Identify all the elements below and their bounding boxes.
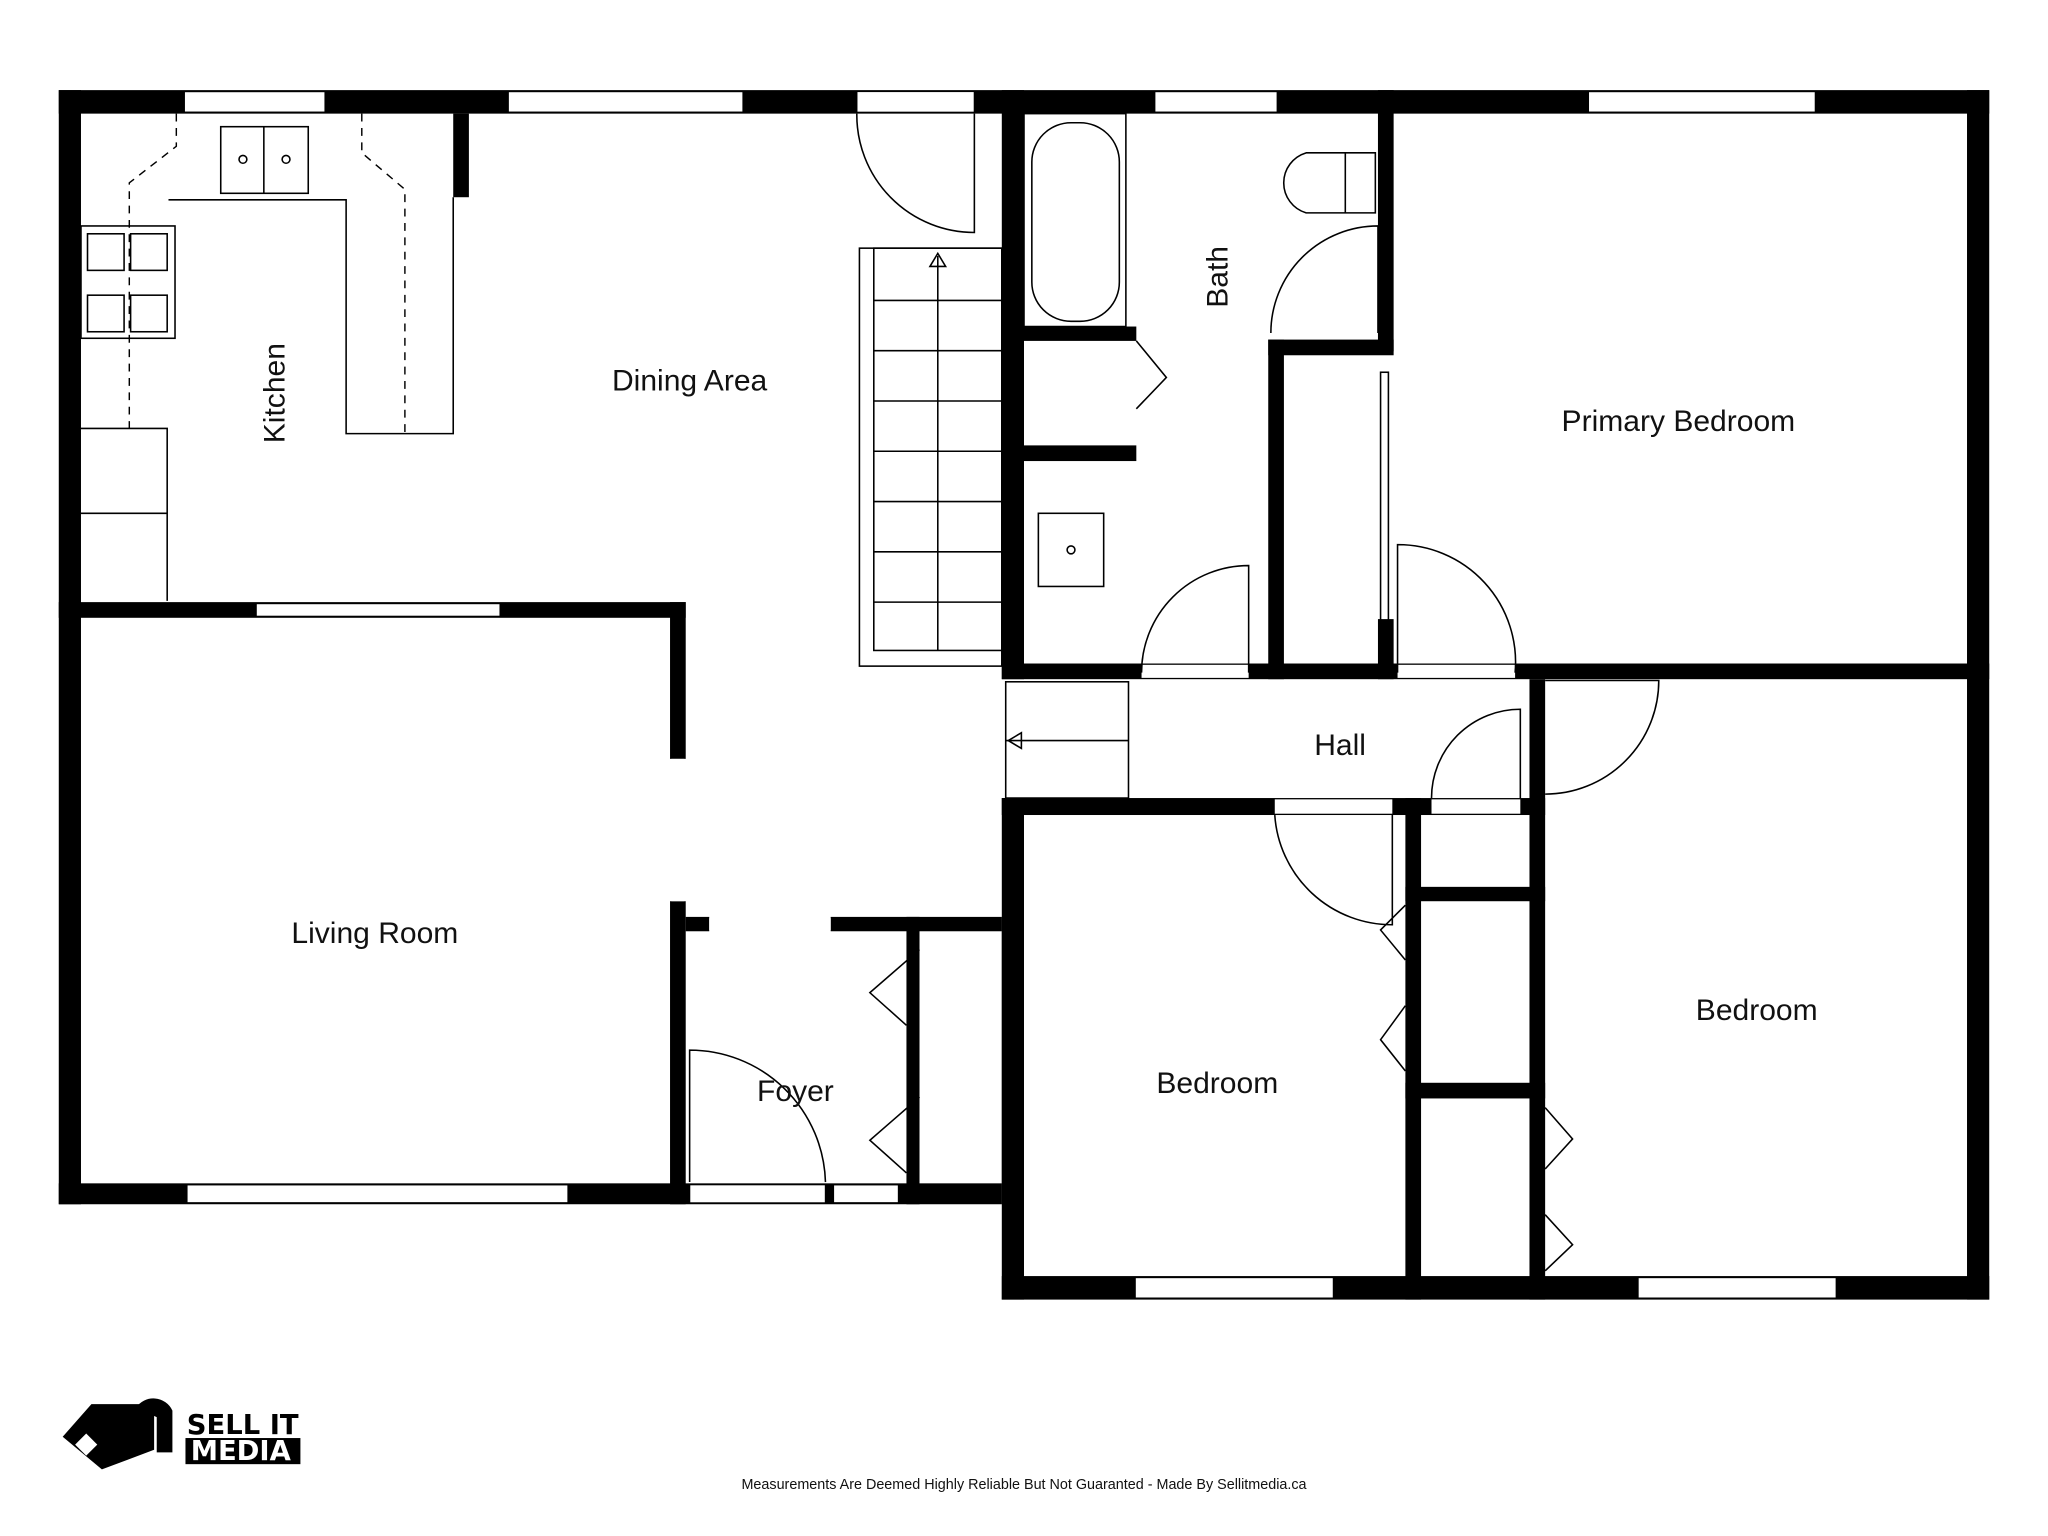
tag-icon	[62, 1404, 155, 1470]
bath-fixtures	[1023, 112, 1390, 622]
toilet-icon	[1282, 152, 1377, 214]
footer-disclaimer: Measurements Are Deemed Highly Reliable …	[741, 1477, 1306, 1493]
doors	[688, 113, 1660, 1272]
logo-text-line1: SELL IT	[187, 1410, 299, 1441]
room-label-hall: Hall	[1314, 729, 1366, 762]
room-label-bedroom: Bedroom	[1156, 1067, 1278, 1100]
room-label-dining-area: Dining Area	[612, 365, 768, 398]
windows	[183, 90, 1838, 1300]
sink-icon	[1037, 512, 1105, 588]
room-label-living-room: Living Room	[291, 917, 458, 950]
stairs	[858, 247, 1130, 799]
kitchen-fixtures	[80, 113, 455, 601]
logo-text-line2: MEDIA	[191, 1436, 292, 1467]
room-label-bedroom: Bedroom	[1696, 994, 1818, 1027]
room-label-kitchen: Kitchen	[259, 343, 292, 443]
room-label-foyer: Foyer	[757, 1075, 834, 1108]
stove-icon	[80, 225, 176, 340]
room-label-bath: Bath	[1202, 246, 1235, 308]
sell-it-media-logo: SELL IT MEDIA	[62, 1398, 301, 1470]
room-label-primary-bedroom: Primary Bedroom	[1562, 405, 1796, 438]
